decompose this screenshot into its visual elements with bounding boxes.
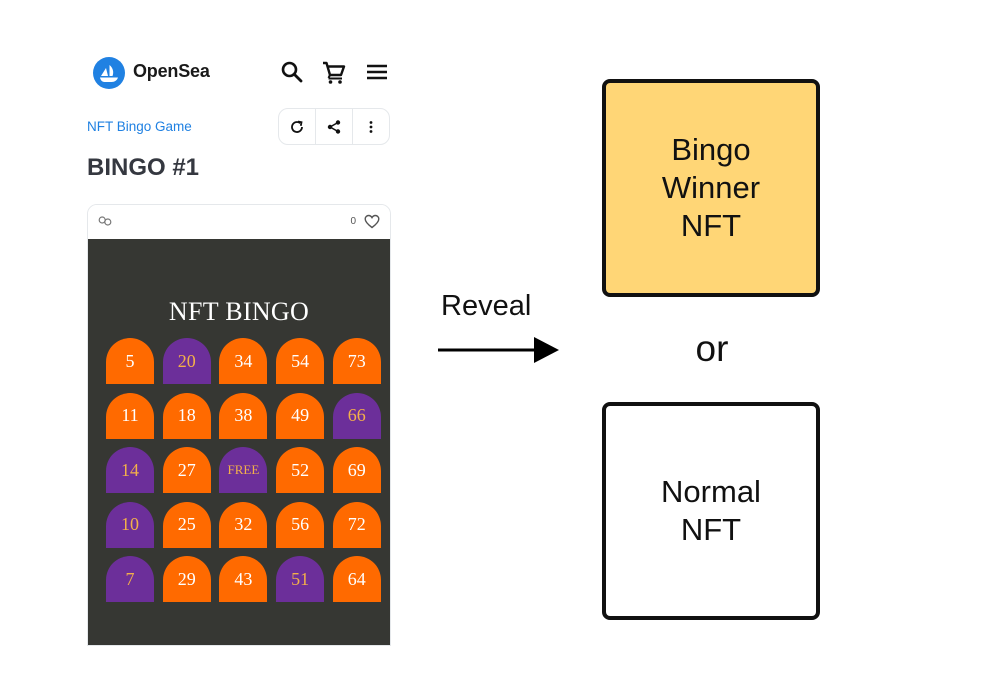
bingo-cell: 10 xyxy=(106,501,154,548)
more-icon xyxy=(369,120,373,133)
like-count: 0 xyxy=(350,216,356,227)
bingo-cell: 32 xyxy=(219,501,268,548)
bingo-cell: 49 xyxy=(276,392,325,439)
winner-box-text: Bingo Winner NFT xyxy=(662,131,760,245)
reveal-label: Reveal xyxy=(441,290,532,322)
chain-icon xyxy=(98,216,112,226)
bingo-cell: 27 xyxy=(162,447,211,493)
winner-line-3: NFT xyxy=(680,208,742,243)
bingo-cell: 73 xyxy=(332,338,381,384)
bingo-winner-nft-box: Bingo Winner NFT xyxy=(602,79,820,297)
bingo-cell: 51 xyxy=(276,556,325,602)
bingo-cell: FREE xyxy=(219,447,268,493)
bingo-cell: 34 xyxy=(219,338,268,384)
card-header: 0 xyxy=(88,205,390,239)
artwork-title: NFT BINGO xyxy=(168,297,310,326)
bingo-cell: 5 xyxy=(106,338,154,384)
bingo-cell: 20 xyxy=(162,338,211,384)
bingo-cell: 54 xyxy=(276,338,325,384)
bingo-cell: 69 xyxy=(332,447,381,493)
bingo-cell: 18 xyxy=(162,392,211,439)
bingo-cell: 52 xyxy=(276,447,325,493)
share-icon xyxy=(327,119,341,134)
item-title: BINGO #1 xyxy=(87,154,200,181)
winner-line-2: Winner xyxy=(661,170,761,205)
bingo-cell: 38 xyxy=(219,392,268,439)
share-button[interactable] xyxy=(315,109,352,144)
normal-line-2: NFT xyxy=(680,512,742,547)
collection-link[interactable]: NFT Bingo Game xyxy=(87,119,192,134)
bingo-cell: 14 xyxy=(106,447,154,493)
refresh-button[interactable] xyxy=(279,109,315,144)
or-separator: or xyxy=(695,328,729,369)
bingo-cell: 43 xyxy=(219,556,268,602)
menu-icon[interactable] xyxy=(363,58,391,86)
bingo-cell: 11 xyxy=(106,392,154,439)
normal-nft-box: Normal NFT xyxy=(602,402,820,620)
normal-box-text: Normal NFT xyxy=(661,473,761,549)
heart-icon[interactable] xyxy=(364,214,380,229)
bingo-cell: 29 xyxy=(162,556,211,602)
item-actions xyxy=(278,108,390,145)
bingo-cell: 56 xyxy=(276,501,325,548)
right-arrow-icon xyxy=(438,337,559,363)
cart-icon[interactable] xyxy=(320,58,348,86)
refresh-icon xyxy=(291,120,303,133)
opensea-logo-icon[interactable] xyxy=(93,57,125,89)
bingo-cell: 25 xyxy=(162,501,211,548)
bingo-cell: 72 xyxy=(332,501,381,548)
bingo-cell: 66 xyxy=(332,392,381,439)
search-icon[interactable] xyxy=(278,58,306,86)
bingo-cell: 64 xyxy=(332,556,381,602)
normal-line-1: Normal xyxy=(661,474,761,509)
bingo-cell: 7 xyxy=(106,556,154,602)
winner-line-1: Bingo xyxy=(671,132,751,167)
brand-name[interactable]: OpenSea xyxy=(133,61,210,81)
more-options-button[interactable] xyxy=(352,109,389,144)
